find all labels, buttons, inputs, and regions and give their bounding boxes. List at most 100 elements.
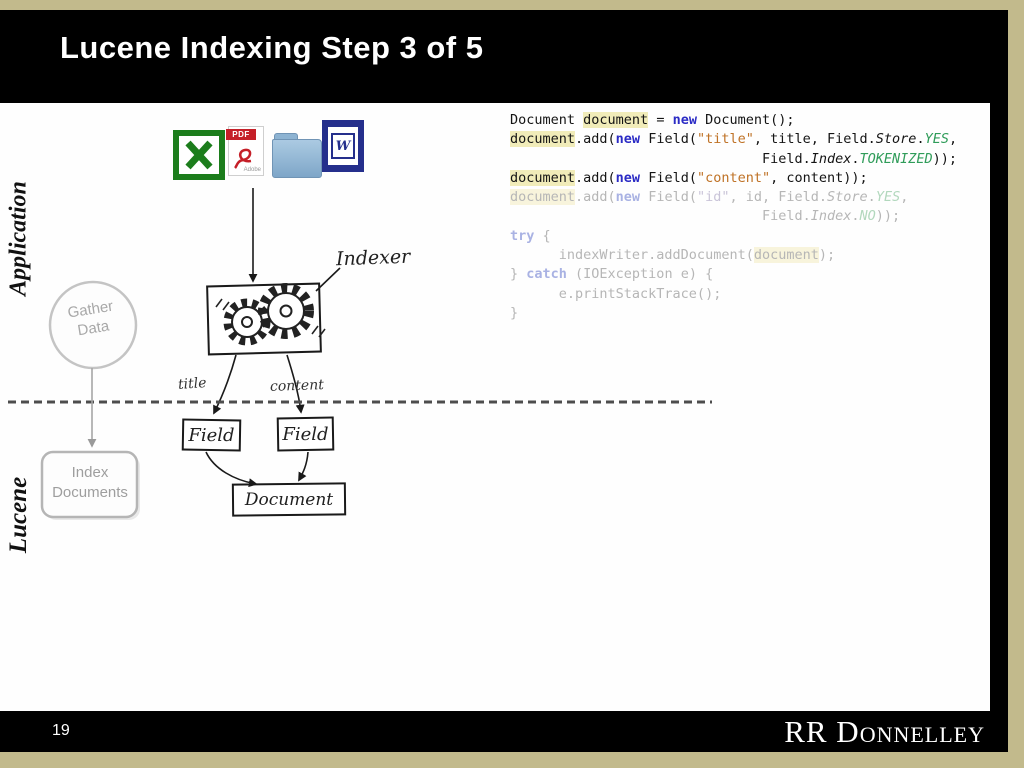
indexer-box [206, 282, 322, 356]
word-page: W [328, 127, 358, 165]
page-number: 19 [52, 722, 70, 739]
code-token: indexWriter.addDocument( [510, 247, 754, 264]
code-token: .add( [575, 189, 616, 206]
code-token: .add( [575, 169, 616, 186]
code-token: Field( [640, 189, 697, 206]
company-logo: RR Donnelley [784, 714, 985, 749]
pdf-swoosh-icon [234, 148, 252, 169]
field-right-label: Field [282, 423, 329, 445]
code-token: . [851, 150, 860, 167]
code-token: , content)); [770, 169, 868, 186]
code-token: "title" [696, 131, 754, 148]
document-label: Document [244, 489, 334, 510]
code-token: new [615, 189, 641, 206]
index-documents-label: Index Documents [52, 464, 128, 501]
code-line: Document document = new Document(); [510, 111, 988, 130]
code-token: } [510, 304, 519, 321]
code-token: new [615, 131, 641, 148]
code-token: Field. [510, 208, 811, 225]
gather-data-circle [48, 280, 138, 370]
code-token: TOKENIZED [859, 150, 933, 167]
code-token: YES [924, 131, 949, 148]
slide-content-area: PDF Adobe W Indexer title content Field … [0, 103, 990, 711]
code-token: Store [827, 189, 868, 206]
code-token: Field( [640, 131, 697, 148]
field-left-box [181, 418, 242, 452]
code-token: ); [818, 247, 836, 264]
code-token: , [948, 131, 958, 148]
index-documents-box [40, 450, 139, 519]
code-token: document [583, 112, 649, 128]
code-line: Field.Index.NO)); [510, 207, 988, 226]
code-token: , title, Field. [753, 131, 876, 148]
code-line: indexWriter.addDocument(document); [510, 246, 988, 265]
code-token: e.printStackTrace(); [510, 285, 722, 302]
code-token: . [916, 131, 925, 148]
code-token: YES [875, 189, 901, 206]
code-token: )); [875, 208, 901, 225]
field-left-label: Field [188, 424, 235, 446]
code-token: new [672, 112, 697, 128]
gear-right-icon [258, 283, 314, 339]
code-line: try { [510, 227, 988, 246]
arrow-fieldright-to-document [298, 451, 309, 482]
code-token: NO [859, 208, 876, 225]
code-token: Index [810, 208, 852, 225]
arrow-fieldleft-to-document [205, 451, 258, 488]
code-token: "id" [696, 189, 730, 206]
code-token: (IOException e) { [566, 266, 714, 283]
folder-icon [272, 133, 322, 178]
code-line: document.add(new Field("id", id, Field.S… [510, 188, 988, 207]
code-line: e.printStackTrace(); [510, 285, 988, 304]
code-line: } [510, 304, 988, 323]
code-token: document [510, 131, 576, 148]
code-token: "content" [696, 169, 771, 186]
word-file-icon: W [322, 120, 364, 172]
folder-tab [274, 133, 298, 144]
code-token: { [534, 227, 551, 244]
lane-label-lucene: Lucene [5, 476, 32, 554]
code-line: document.add(new Field("title", title, F… [510, 130, 988, 149]
code-token: Index [810, 150, 852, 167]
document-box [231, 482, 347, 517]
code-token: )); [932, 150, 958, 167]
folder-body [272, 139, 322, 178]
code-token: document [510, 169, 576, 186]
indexing-diagram [8, 188, 712, 520]
arrow-label-content: content [269, 377, 325, 395]
motion-marks [215, 298, 326, 338]
code-token: document [510, 189, 576, 206]
code-token: Field( [640, 169, 697, 186]
code-line: } catch (IOException e) { [510, 265, 988, 284]
code-token: Store [875, 131, 917, 148]
code-token: } [510, 266, 527, 283]
code-token: , id, Field. [729, 189, 828, 206]
code-token: catch [526, 266, 567, 283]
lane-label-application: Application [5, 181, 32, 296]
pdf-label: PDF [226, 129, 256, 140]
code-token: , [900, 189, 909, 206]
arrow-label-title: title [177, 375, 208, 393]
indexer-label-pointer [315, 267, 341, 292]
code-token: . [867, 189, 876, 206]
code-token: new [615, 169, 641, 186]
code-token: document [753, 247, 819, 264]
code-token: . [851, 208, 860, 225]
code-token: try [510, 227, 535, 244]
word-letter: W [331, 133, 355, 159]
code-token: Document(); [696, 112, 795, 128]
code-token: .add( [575, 131, 616, 148]
arrow-content-to-field [286, 354, 305, 414]
slide-title: Lucene Indexing Step 3 of 5 [60, 30, 484, 65]
pdf-brand-text: Adobe [243, 167, 261, 173]
excel-file-icon [173, 130, 225, 180]
code-token: Field. [510, 150, 811, 167]
code-block: Document document = new Document();docum… [510, 111, 988, 323]
excel-x-glyph [185, 140, 213, 170]
arrow-title-to-field [213, 354, 237, 415]
code-token: = [648, 112, 673, 128]
code-token: Document [510, 112, 584, 128]
pdf-file-icon: PDF Adobe [226, 126, 264, 176]
indexer-label: Indexer [335, 245, 411, 271]
code-line: Field.Index.TOKENIZED)); [510, 150, 988, 169]
